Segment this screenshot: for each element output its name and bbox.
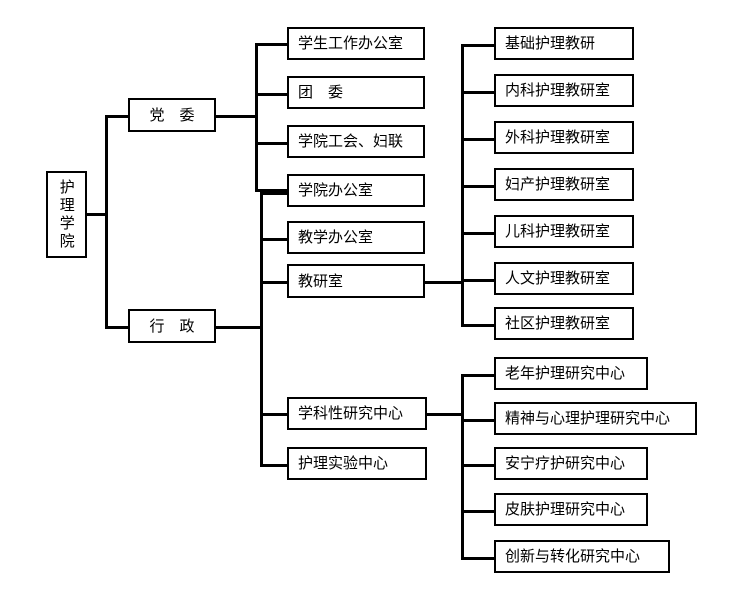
connector-admin-arm-3	[260, 281, 288, 284]
connector-admin-arm-1	[260, 192, 288, 195]
node-mental-psychological-nursing-research-center[interactable]: 精神与心理护理研究中心	[494, 402, 697, 435]
connector-party-arm-2	[255, 93, 288, 96]
connector-teaching-arm-2	[461, 91, 495, 94]
connector-trunk-main-lower	[105, 213, 108, 328]
node-root-nursing-school[interactable]: 护理学院	[46, 171, 87, 258]
node-community-nursing-teaching[interactable]: 社区护理教研室	[494, 307, 634, 340]
node-basic-nursing-teaching[interactable]: 基础护理教研	[494, 27, 634, 60]
connector-research-out	[427, 413, 464, 416]
connector-admin-arm-5	[260, 464, 288, 467]
node-teaching-research-section[interactable]: 教研室	[287, 264, 425, 298]
connector-teaching-arm-1	[461, 44, 495, 47]
node-student-affairs-office[interactable]: 学生工作办公室	[287, 27, 425, 60]
connector-party-out	[215, 115, 258, 118]
connector-admin-arm-2	[260, 238, 288, 241]
connector-teaching-arm-4	[461, 185, 495, 188]
node-youth-league-committee[interactable]: 团 委	[287, 76, 425, 109]
node-nursing-lab-center[interactable]: 护理实验中心	[287, 447, 427, 480]
connector-research-arm-1	[461, 374, 495, 377]
node-geriatric-nursing-research-center[interactable]: 老年护理研究中心	[494, 357, 648, 390]
node-administration[interactable]: 行 政	[128, 309, 216, 343]
connector-trunk-main	[105, 115, 108, 216]
node-pediatric-nursing-teaching[interactable]: 儿科护理教研室	[494, 215, 634, 248]
connector-trunk-to-admin	[105, 326, 129, 329]
node-surgical-nursing-teaching[interactable]: 外科护理教研室	[494, 121, 634, 154]
connector-teaching-out	[422, 281, 464, 284]
node-disciplinary-research-centers[interactable]: 学科性研究中心	[287, 397, 427, 430]
node-obstetrics-nursing-teaching[interactable]: 妇产护理教研室	[494, 168, 634, 201]
connector-research-arm-2	[461, 419, 495, 422]
connector-party-arm-3	[255, 142, 288, 145]
connector-research-arm-5	[461, 557, 495, 560]
node-skin-nursing-research-center[interactable]: 皮肤护理研究中心	[494, 493, 648, 526]
connector-admin-branch-trunk	[260, 192, 263, 464]
node-innovation-translation-research-center[interactable]: 创新与转化研究中心	[494, 540, 670, 573]
node-party-committee[interactable]: 党 委	[128, 98, 216, 132]
node-teaching-affairs-office[interactable]: 教学办公室	[287, 221, 425, 254]
connector-party-branch-trunk	[255, 43, 258, 189]
node-union-womens-federation[interactable]: 学院工会、妇联	[287, 125, 425, 158]
connector-research-arm-3	[461, 464, 495, 467]
connector-party-arm-1	[255, 43, 288, 46]
connector-admin-arm-4	[260, 413, 288, 416]
connector-party-arm-4	[255, 189, 288, 192]
connector-trunk-to-party	[105, 115, 129, 118]
node-humanistic-nursing-teaching[interactable]: 人文护理教研室	[494, 262, 634, 295]
connector-teaching-arm-5	[461, 232, 495, 235]
node-hospice-care-research-center[interactable]: 安宁疗护研究中心	[494, 447, 648, 480]
node-college-office[interactable]: 学院办公室	[287, 174, 425, 207]
connector-teaching-arm-7	[461, 324, 495, 327]
connector-teaching-arm-3	[461, 138, 495, 141]
connector-teaching-arm-6	[461, 279, 495, 282]
connector-root-to-trunk	[85, 213, 108, 216]
connector-research-arm-4	[461, 510, 495, 513]
connector-admin-out	[215, 326, 263, 329]
node-internal-medicine-nursing-teaching[interactable]: 内科护理教研室	[494, 74, 634, 107]
